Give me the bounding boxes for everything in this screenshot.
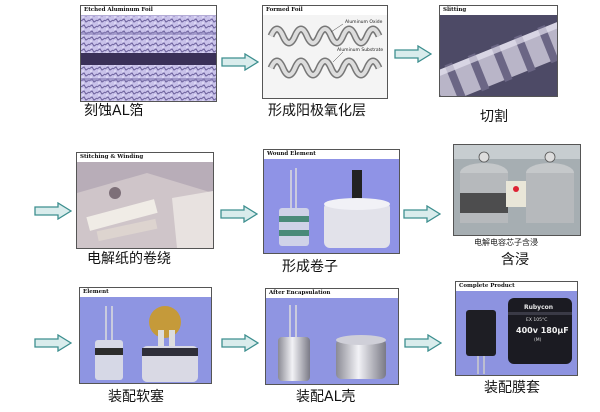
wound-element-photo: Wound Element	[263, 149, 400, 254]
flow-arrow-icon	[403, 205, 441, 223]
step-caption: 装配软塞	[108, 389, 164, 405]
step-caption: 刻蚀AL箔	[84, 103, 144, 119]
impregnation-image	[454, 145, 580, 235]
winding-image	[77, 162, 213, 248]
can-brand: Rubycon	[524, 304, 554, 311]
wound-element-image	[264, 159, 399, 253]
can-rating: EX 105°C	[526, 318, 548, 323]
can-value: 400v 180μF	[516, 326, 569, 335]
impregnation-sublabel: 电解电容芯子含浸	[474, 238, 538, 247]
complete-product-image	[456, 291, 577, 375]
flow-arrow-icon	[34, 202, 72, 220]
step-caption: 装配AL壳	[296, 389, 356, 405]
impregnation-photo	[453, 144, 581, 236]
slitting-photo: Slitting	[439, 5, 558, 97]
step-caption: 切割	[480, 109, 508, 125]
element-image	[80, 297, 211, 383]
step-caption: 装配膜套	[484, 380, 540, 396]
flow-arrow-icon	[34, 334, 72, 352]
step-title: Formed Foil	[263, 6, 387, 15]
winding-photo: Stitching & Winding	[76, 152, 214, 249]
step-title: Complete Product	[456, 282, 577, 291]
substrate-label: Aluminum Substrate	[337, 48, 384, 53]
can-tolerance: (M)	[534, 338, 542, 343]
step-title: Stitching & Winding	[77, 153, 213, 162]
step-caption: 含浸	[501, 252, 529, 268]
step-caption: 形成卷子	[282, 259, 338, 275]
complete-product-photo: Complete Product Rubycon EX 105°C 400v 1…	[455, 281, 578, 376]
step-caption: 电解纸的卷绕	[87, 251, 171, 267]
element-photo: Element	[79, 287, 212, 384]
encapsulation-photo: After Encapsulation	[265, 288, 399, 385]
step-title: After Encapsulation	[266, 289, 398, 298]
flow-arrow-icon	[220, 205, 258, 223]
etched-foil-photo: Etched Aluminum Foil	[80, 5, 217, 102]
encapsulation-image	[266, 298, 398, 384]
flow-arrow-icon	[221, 53, 259, 71]
flow-arrow-icon	[221, 334, 259, 352]
slitting-image	[440, 15, 557, 96]
step-title: Element	[80, 288, 211, 297]
formed-foil-image	[267, 23, 383, 79]
oxide-label: Aluminum Oxide	[345, 20, 383, 25]
step-title: Slitting	[440, 6, 557, 15]
flow-arrow-icon	[394, 45, 432, 63]
formed-foil-diagram: Formed Foil Aluminum Oxide Aluminum Subs…	[262, 5, 388, 99]
step-title: Wound Element	[264, 150, 399, 159]
step-caption: 形成阳极氧化层	[268, 103, 366, 119]
etched-foil-image	[81, 16, 216, 101]
step-title: Etched Aluminum Foil	[81, 6, 216, 15]
flow-arrow-icon	[404, 334, 442, 352]
